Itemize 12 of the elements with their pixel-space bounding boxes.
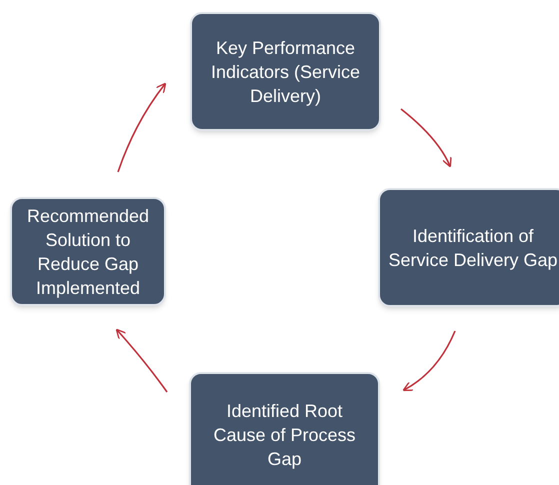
box-label: Recommended Solution to Reduce Gap Implemented (26, 204, 150, 300)
process-box (378, 188, 559, 307)
curved-arrow (117, 82, 166, 172)
box-label: Identification of Service Delivery Gap (388, 224, 558, 272)
process-box (189, 372, 380, 485)
curved-arrow (116, 328, 168, 392)
box-label: Key Performance Indicators (Service Delivery) (210, 36, 362, 108)
curved-arrow (400, 108, 452, 168)
curved-arrow (402, 330, 456, 392)
process-box (10, 197, 166, 306)
process-box (190, 12, 381, 131)
box-label: Identified Root Cause of Process Gap (212, 400, 357, 470)
